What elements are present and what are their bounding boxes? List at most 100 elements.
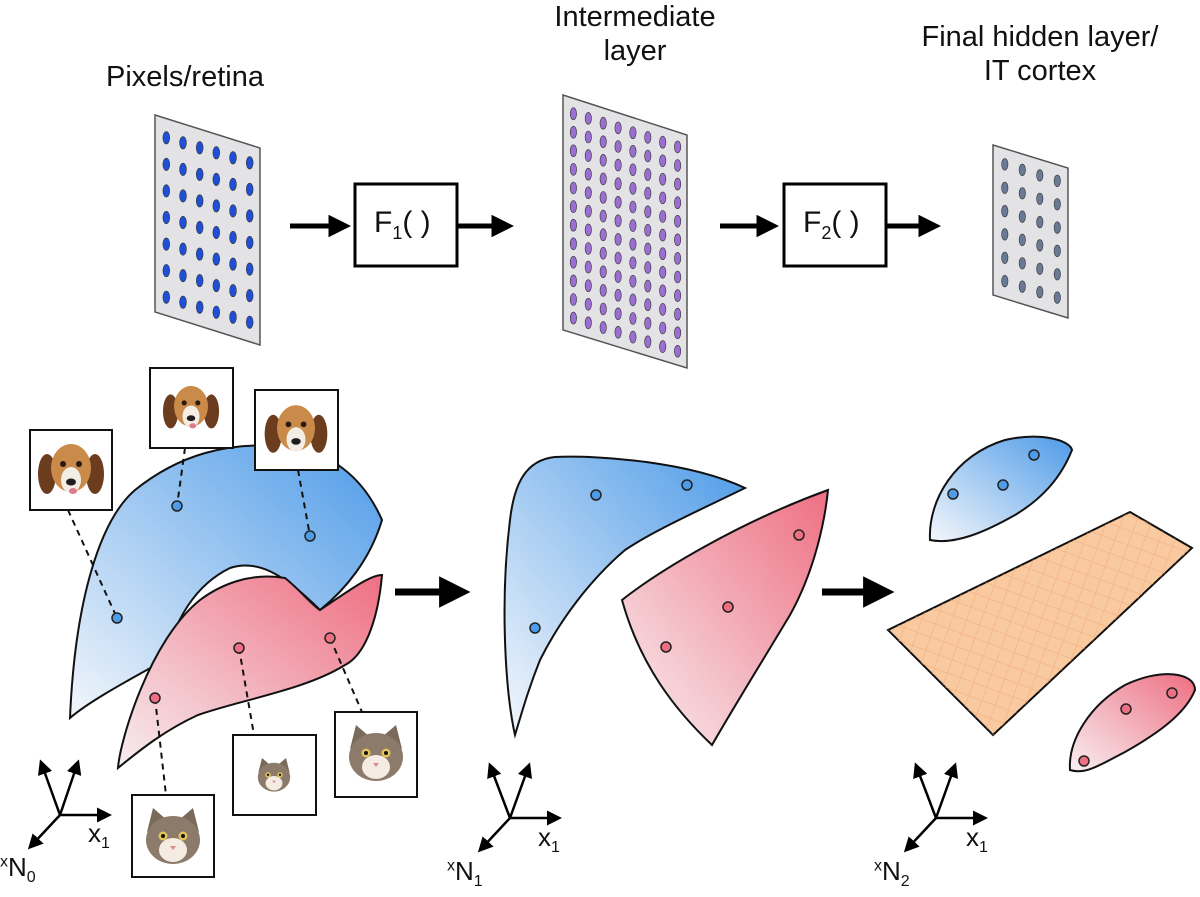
neuron-dot bbox=[614, 251, 622, 265]
neuron-dot bbox=[644, 242, 652, 256]
neuron-dot bbox=[584, 167, 592, 181]
dashed-connectors bbox=[67, 447, 363, 796]
axes-right bbox=[903, 762, 988, 853]
neuron-dot bbox=[1001, 228, 1009, 241]
neuron-dot bbox=[674, 326, 682, 340]
neuron-dot bbox=[644, 279, 652, 293]
neuron-dot bbox=[1053, 221, 1061, 234]
point bbox=[149, 692, 161, 704]
f2-paren: ( ) bbox=[831, 206, 860, 239]
neuron-dot bbox=[229, 151, 237, 165]
neuron-dot bbox=[1036, 239, 1044, 252]
neuron-dot bbox=[584, 279, 592, 293]
neuron-dot bbox=[246, 182, 254, 196]
neuron-dot bbox=[599, 116, 607, 130]
neuron-dot bbox=[614, 158, 622, 172]
neuron-dot bbox=[212, 172, 221, 186]
neuron-dot bbox=[179, 216, 187, 230]
neuron-dot bbox=[1036, 216, 1044, 229]
neuron-dot bbox=[1001, 251, 1009, 264]
neuron-dot bbox=[162, 211, 171, 225]
point bbox=[1166, 687, 1178, 699]
manifold-points bbox=[111, 449, 1178, 767]
neuron-dot bbox=[644, 335, 652, 349]
intermediate-dot-grid bbox=[569, 107, 682, 358]
point bbox=[681, 479, 693, 491]
neuron-dot bbox=[179, 136, 187, 150]
neuron-dot bbox=[644, 149, 652, 163]
neuron-dot bbox=[599, 172, 607, 186]
neuron-dot bbox=[212, 226, 221, 240]
neuron-dot bbox=[179, 162, 187, 176]
pixels-dot-grid bbox=[162, 131, 254, 329]
point bbox=[304, 530, 316, 542]
cat-face-icon bbox=[257, 758, 291, 792]
neuron-dot bbox=[1053, 291, 1061, 304]
neuron-dot bbox=[584, 112, 592, 125]
neuron-dot bbox=[1036, 286, 1044, 299]
neuron-dot bbox=[1018, 257, 1026, 270]
label-intermediate-line1: Intermediate bbox=[554, 1, 716, 33]
neuron-dot bbox=[1018, 233, 1026, 246]
neuron-dot bbox=[162, 264, 171, 278]
neuron-dot bbox=[629, 256, 637, 270]
neuron-dot bbox=[569, 311, 577, 325]
axis-x1-left: x1 bbox=[88, 818, 110, 853]
neuron-dot bbox=[614, 288, 622, 302]
neuron-dot bbox=[196, 247, 204, 261]
neuron-dot bbox=[229, 177, 237, 191]
neuron-dot bbox=[674, 289, 682, 302]
neuron-dot bbox=[674, 233, 682, 247]
neuron-dot bbox=[674, 252, 682, 265]
neuron-dot bbox=[196, 221, 204, 235]
neuron-dot bbox=[599, 284, 607, 297]
neuron-dot bbox=[246, 156, 254, 170]
neuron-dot bbox=[674, 159, 682, 172]
neuron-dot bbox=[229, 257, 237, 271]
neuron-dot bbox=[629, 163, 637, 177]
neuron-dot bbox=[614, 177, 622, 190]
neuron-dot bbox=[179, 295, 187, 309]
f2-sub: 2 bbox=[821, 223, 832, 243]
neuron-dot bbox=[614, 233, 622, 246]
neuron-dot bbox=[584, 186, 592, 200]
neuron-dot bbox=[1001, 181, 1009, 194]
neuron-dot bbox=[1053, 198, 1061, 211]
neuron-dot bbox=[212, 279, 221, 293]
label-intermediate-line2: layer bbox=[603, 35, 667, 67]
neuron-dot bbox=[614, 307, 622, 321]
axis-x1-right: x1 bbox=[966, 822, 988, 857]
neuron-dot bbox=[659, 321, 667, 335]
neuron-dot bbox=[584, 260, 592, 274]
neuron-dot bbox=[162, 290, 171, 304]
neuron-dot bbox=[644, 298, 652, 312]
neuron-dot bbox=[599, 247, 607, 260]
neuron-dot bbox=[599, 135, 607, 149]
neuron-dot bbox=[584, 205, 592, 218]
neuron-dot bbox=[196, 141, 204, 155]
neuron-dot bbox=[229, 310, 237, 324]
neuron-dot bbox=[599, 209, 607, 223]
neuron-dot bbox=[629, 312, 637, 325]
axis-n2: xN2 bbox=[874, 856, 910, 891]
neuron-dot bbox=[1018, 210, 1026, 223]
dog-thumbnail-3 bbox=[254, 389, 339, 471]
point bbox=[233, 642, 245, 654]
f1-main: F bbox=[374, 206, 393, 239]
point bbox=[793, 529, 805, 541]
neuron-dot bbox=[674, 344, 682, 358]
point bbox=[1078, 755, 1090, 767]
neuron-dot bbox=[614, 140, 622, 153]
neuron-dot bbox=[659, 135, 667, 149]
cat-thumbnail-2 bbox=[232, 734, 317, 816]
neuron-dot bbox=[196, 167, 204, 181]
neuron-dot bbox=[212, 146, 221, 160]
neuron-dot bbox=[599, 228, 607, 241]
neuron-dot bbox=[179, 242, 187, 256]
cat-face-icon bbox=[146, 808, 200, 864]
neuron-dot bbox=[659, 228, 667, 242]
f2-main: F bbox=[803, 206, 822, 239]
neuron-dot bbox=[614, 121, 622, 135]
neuron-dot bbox=[659, 191, 667, 205]
neuron-dot bbox=[644, 205, 652, 219]
